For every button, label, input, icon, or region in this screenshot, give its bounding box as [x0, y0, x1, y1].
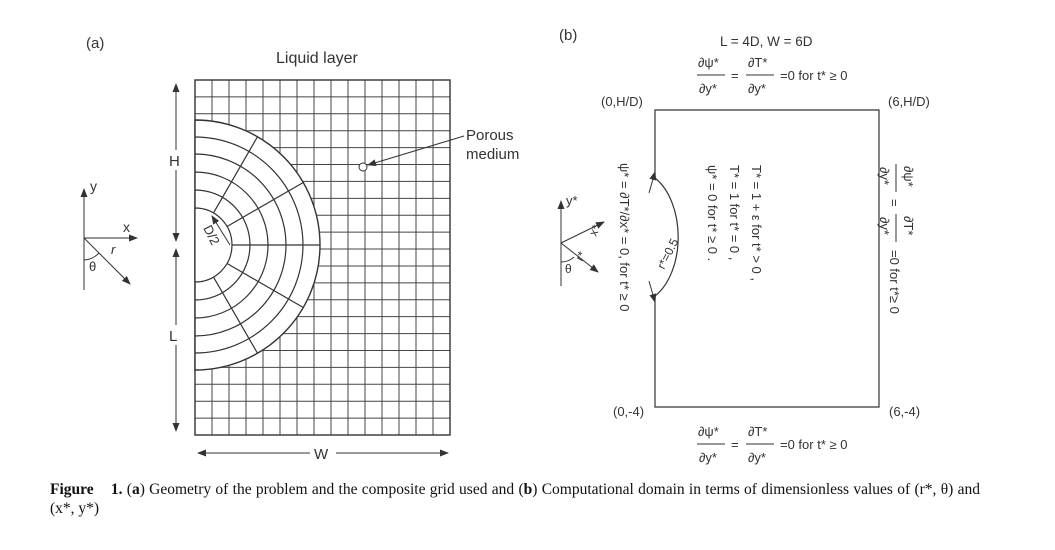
axis-x-label: x [123, 219, 130, 235]
label-l: L [169, 328, 177, 345]
notch-bottom-arrow [648, 280, 657, 303]
corner-top-right: (6,H/D) [888, 94, 930, 109]
panel-b-tag: (b) [559, 27, 577, 44]
grid-mesh [195, 80, 450, 435]
corner-bottom-right: (6,-4) [889, 404, 920, 419]
caption-text-a: Geometry of the problem and the composit… [149, 481, 515, 498]
label-h: H [169, 153, 180, 170]
bottom-boundary-condition: ∂ψ* ∂y* = ∂T* ∂y* =0 for t* ≥ 0 [697, 424, 847, 465]
inner-bc-line1: T* = 1 + ε for t* > 0 , [749, 165, 764, 281]
svg-text:∂ψ*: ∂ψ* [698, 424, 719, 439]
svg-text:∂ψ*: ∂ψ* [698, 55, 719, 70]
domain-dimensions: L = 4D, W = 6D [720, 34, 813, 49]
svg-text:∂y*: ∂y* [748, 450, 766, 465]
left-boundary-condition: ψ* = ∂T*/∂x* = 0, for t* ≥ 0 [617, 163, 632, 311]
axes-icon-a: y x r θ [80, 178, 138, 290]
axis-y-label-b: y* [566, 193, 578, 208]
top-boundary-condition: ∂ψ* ∂y* = ∂T* ∂y* =0 for t* ≥ 0 [697, 55, 847, 96]
inner-bc-line2: T* = 1 for t* = 0 , [727, 165, 742, 260]
axis-x-label-b: x* [586, 222, 603, 238]
figure-caption: Figure 1. (a) Geometry of the problem an… [50, 481, 980, 517]
svg-text:∂y*: ∂y* [877, 217, 892, 235]
porous-pointer-arrow [367, 135, 465, 167]
radius-arrow [211, 215, 231, 246]
axis-r-label: r [111, 242, 116, 257]
svg-text:=0 for t*≥ 0: =0 for t*≥ 0 [887, 250, 902, 314]
axis-r-label-b: r* [572, 249, 589, 264]
caption-figure-number: 1. [110, 481, 123, 498]
computational-domain [654, 109, 880, 408]
svg-text:=: = [887, 199, 902, 207]
svg-text:=: = [731, 68, 739, 83]
svg-text:∂T*: ∂T* [748, 55, 767, 70]
notch-top-arrow [648, 171, 657, 194]
panel-a-title: Liquid layer [276, 50, 359, 67]
right-boundary-condition: ∂ψ* ∂y* = ∂T* ∂y* =0 for t*≥ 0 [877, 164, 916, 314]
svg-text:∂y*: ∂y* [748, 81, 766, 96]
porous-label-line2: medium [466, 146, 519, 163]
svg-text:=0 for t* ≥ 0: =0 for t* ≥ 0 [780, 437, 847, 452]
porous-label-line1: Porous [466, 127, 514, 144]
panel-b: (b) L = 4D, W = 6D ∂ψ* ∂y* = ∂T* ∂y* =0 … [557, 27, 930, 465]
porous-semicircle [194, 119, 321, 371]
corner-bottom-left: (0,-4) [613, 404, 644, 419]
axis-y-label: y [90, 178, 97, 194]
svg-text:∂y*: ∂y* [699, 450, 717, 465]
caption-part-a-tag: a [131, 481, 140, 498]
svg-text:∂y*: ∂y* [877, 167, 892, 185]
svg-text:∂T*: ∂T* [901, 216, 916, 235]
inner-bc-line3: ψ* = 0 for t* ≥ 0 . [705, 165, 720, 261]
axis-theta-label: θ [89, 259, 96, 274]
panel-a-tag: (a) [86, 35, 104, 52]
axis-theta-label-b: θ [565, 262, 572, 276]
svg-text:∂T*: ∂T* [748, 424, 767, 439]
svg-text:=0 for t* ≥ 0: =0 for t* ≥ 0 [780, 68, 847, 83]
svg-text:∂ψ*: ∂ψ* [901, 166, 916, 187]
label-w: W [314, 446, 329, 463]
panel-a: (a) Liquid layer H L W D/2 Porous medium [80, 35, 519, 463]
porous-point-marker [358, 162, 368, 172]
caption-text-b: Computational domain in terms of dimensi… [50, 481, 980, 517]
axes-icon-b: y* x* r* θ [557, 193, 605, 286]
caption-part-b-tag: b [523, 481, 533, 498]
corner-top-left: (0,H/D) [601, 94, 643, 109]
svg-text:=: = [731, 437, 739, 452]
svg-text:∂y*: ∂y* [699, 81, 717, 96]
caption-figure-label: Figure [50, 481, 94, 498]
